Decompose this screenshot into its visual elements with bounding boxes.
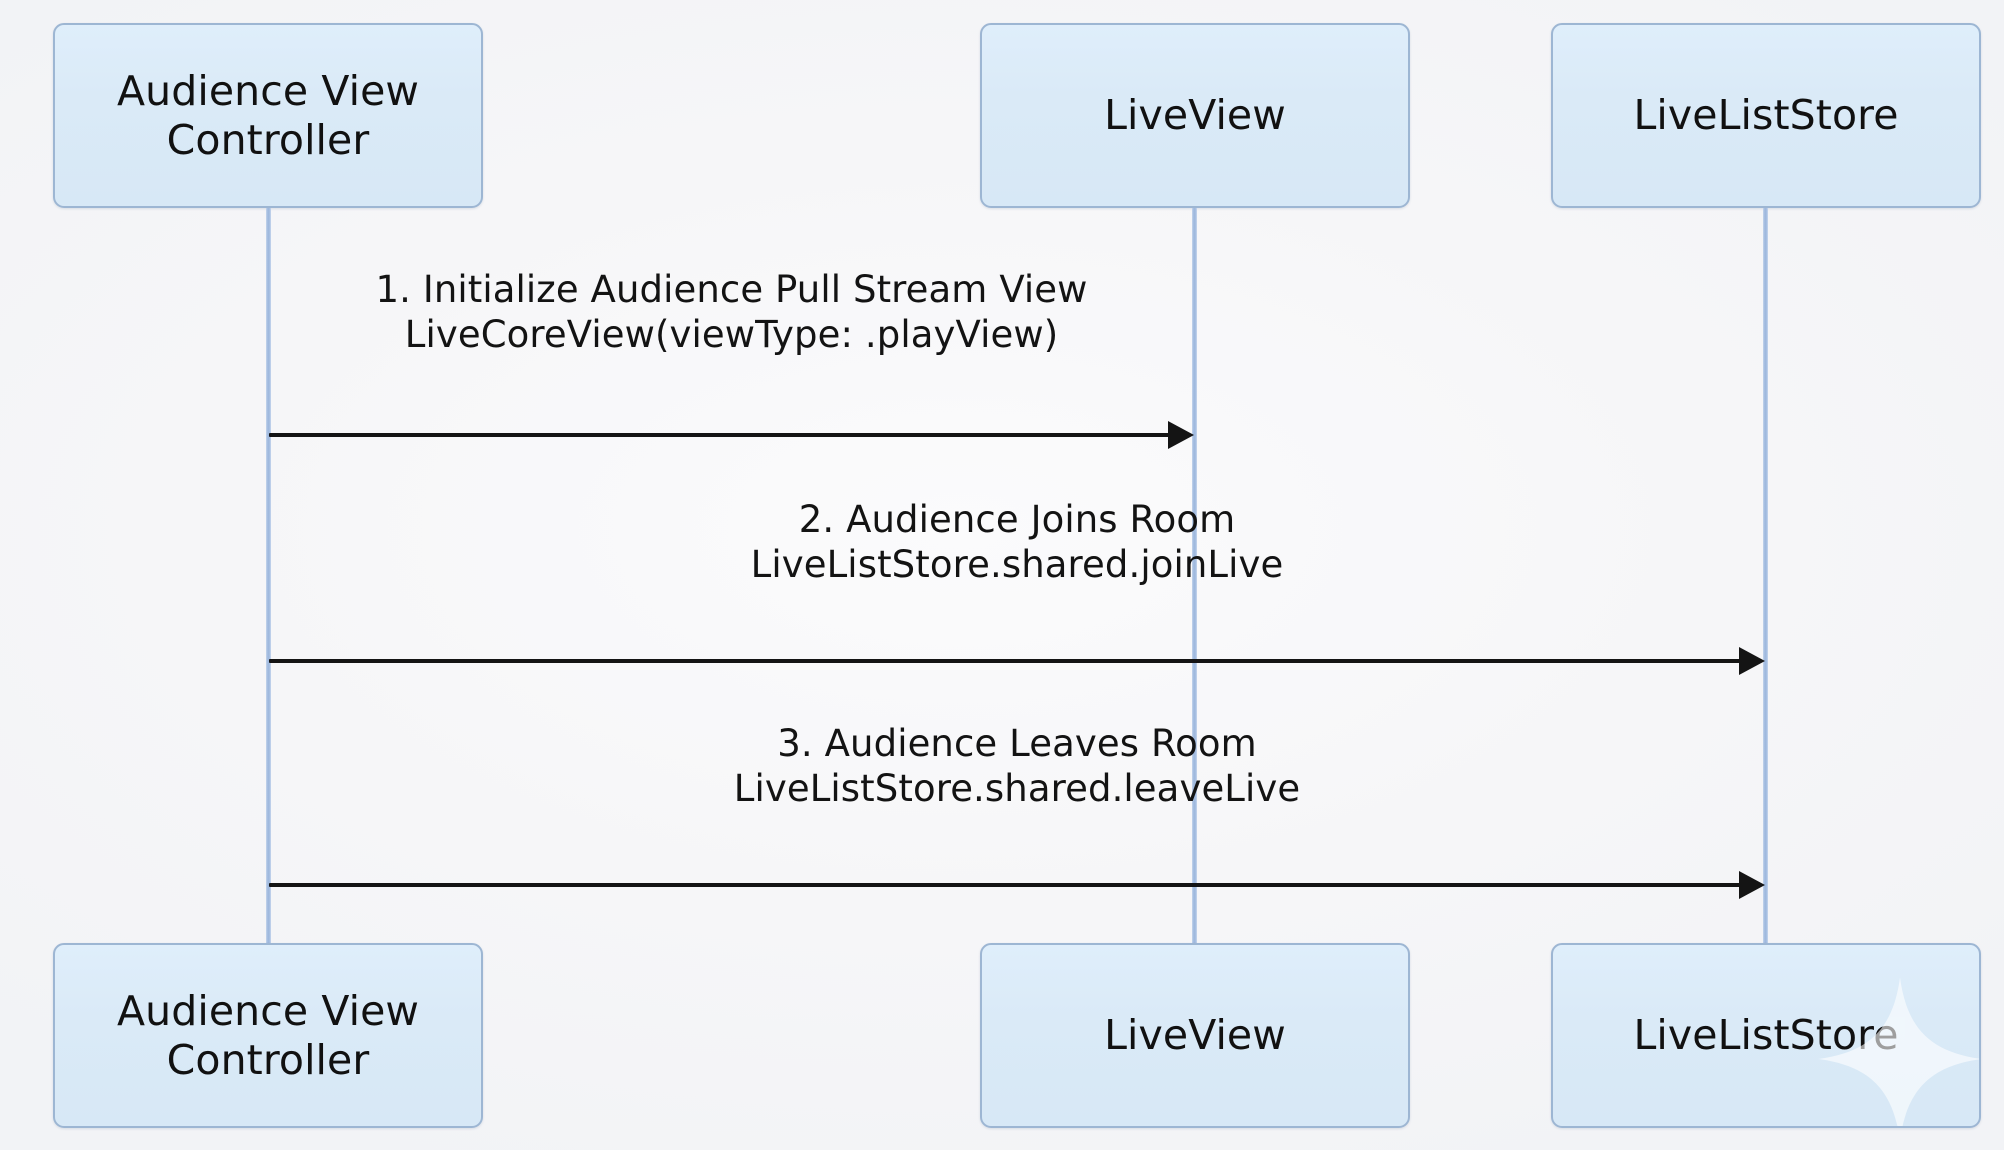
message-arrowhead-1 <box>1168 421 1194 449</box>
participant-box-audience-view-controller-bottom[interactable]: Audience View Controller <box>53 943 483 1128</box>
message-label-3: 3. Audience Leaves Room LiveListStore.sh… <box>733 722 1301 811</box>
participant-box-live-view-bottom[interactable]: LiveView <box>980 943 1410 1128</box>
lifeline-live-list-store <box>1763 208 1768 945</box>
participant-box-audience-view-controller-top[interactable]: Audience View Controller <box>53 23 483 208</box>
message-line-2 <box>269 659 1745 663</box>
message-arrowhead-2 <box>1739 647 1765 675</box>
participant-label-live-view-bottom: LiveView <box>1104 1011 1286 1060</box>
participant-label-audience-view-controller-top: Audience View Controller <box>116 67 420 164</box>
lifeline-audience-view-controller <box>266 208 271 945</box>
message-line-3 <box>269 883 1745 887</box>
lifeline-live-view <box>1192 208 1197 945</box>
message-label-1: 1. Initialize Audience Pull Stream View … <box>375 268 1088 357</box>
participant-label-live-list-store-bottom: LiveListStore <box>1633 1011 1899 1060</box>
participant-label-live-list-store-top: LiveListStore <box>1633 91 1899 140</box>
participant-label-audience-view-controller-bottom: Audience View Controller <box>116 987 420 1084</box>
participant-label-live-view-top: LiveView <box>1104 91 1286 140</box>
message-arrowhead-3 <box>1739 871 1765 899</box>
message-line-1 <box>269 433 1174 437</box>
participant-box-live-list-store-top[interactable]: LiveListStore <box>1551 23 1981 208</box>
participant-box-live-view-top[interactable]: LiveView <box>980 23 1410 208</box>
message-label-2: 2. Audience Joins Room LiveListStore.sha… <box>750 498 1284 587</box>
participant-box-live-list-store-bottom[interactable]: LiveListStore <box>1551 943 1981 1128</box>
